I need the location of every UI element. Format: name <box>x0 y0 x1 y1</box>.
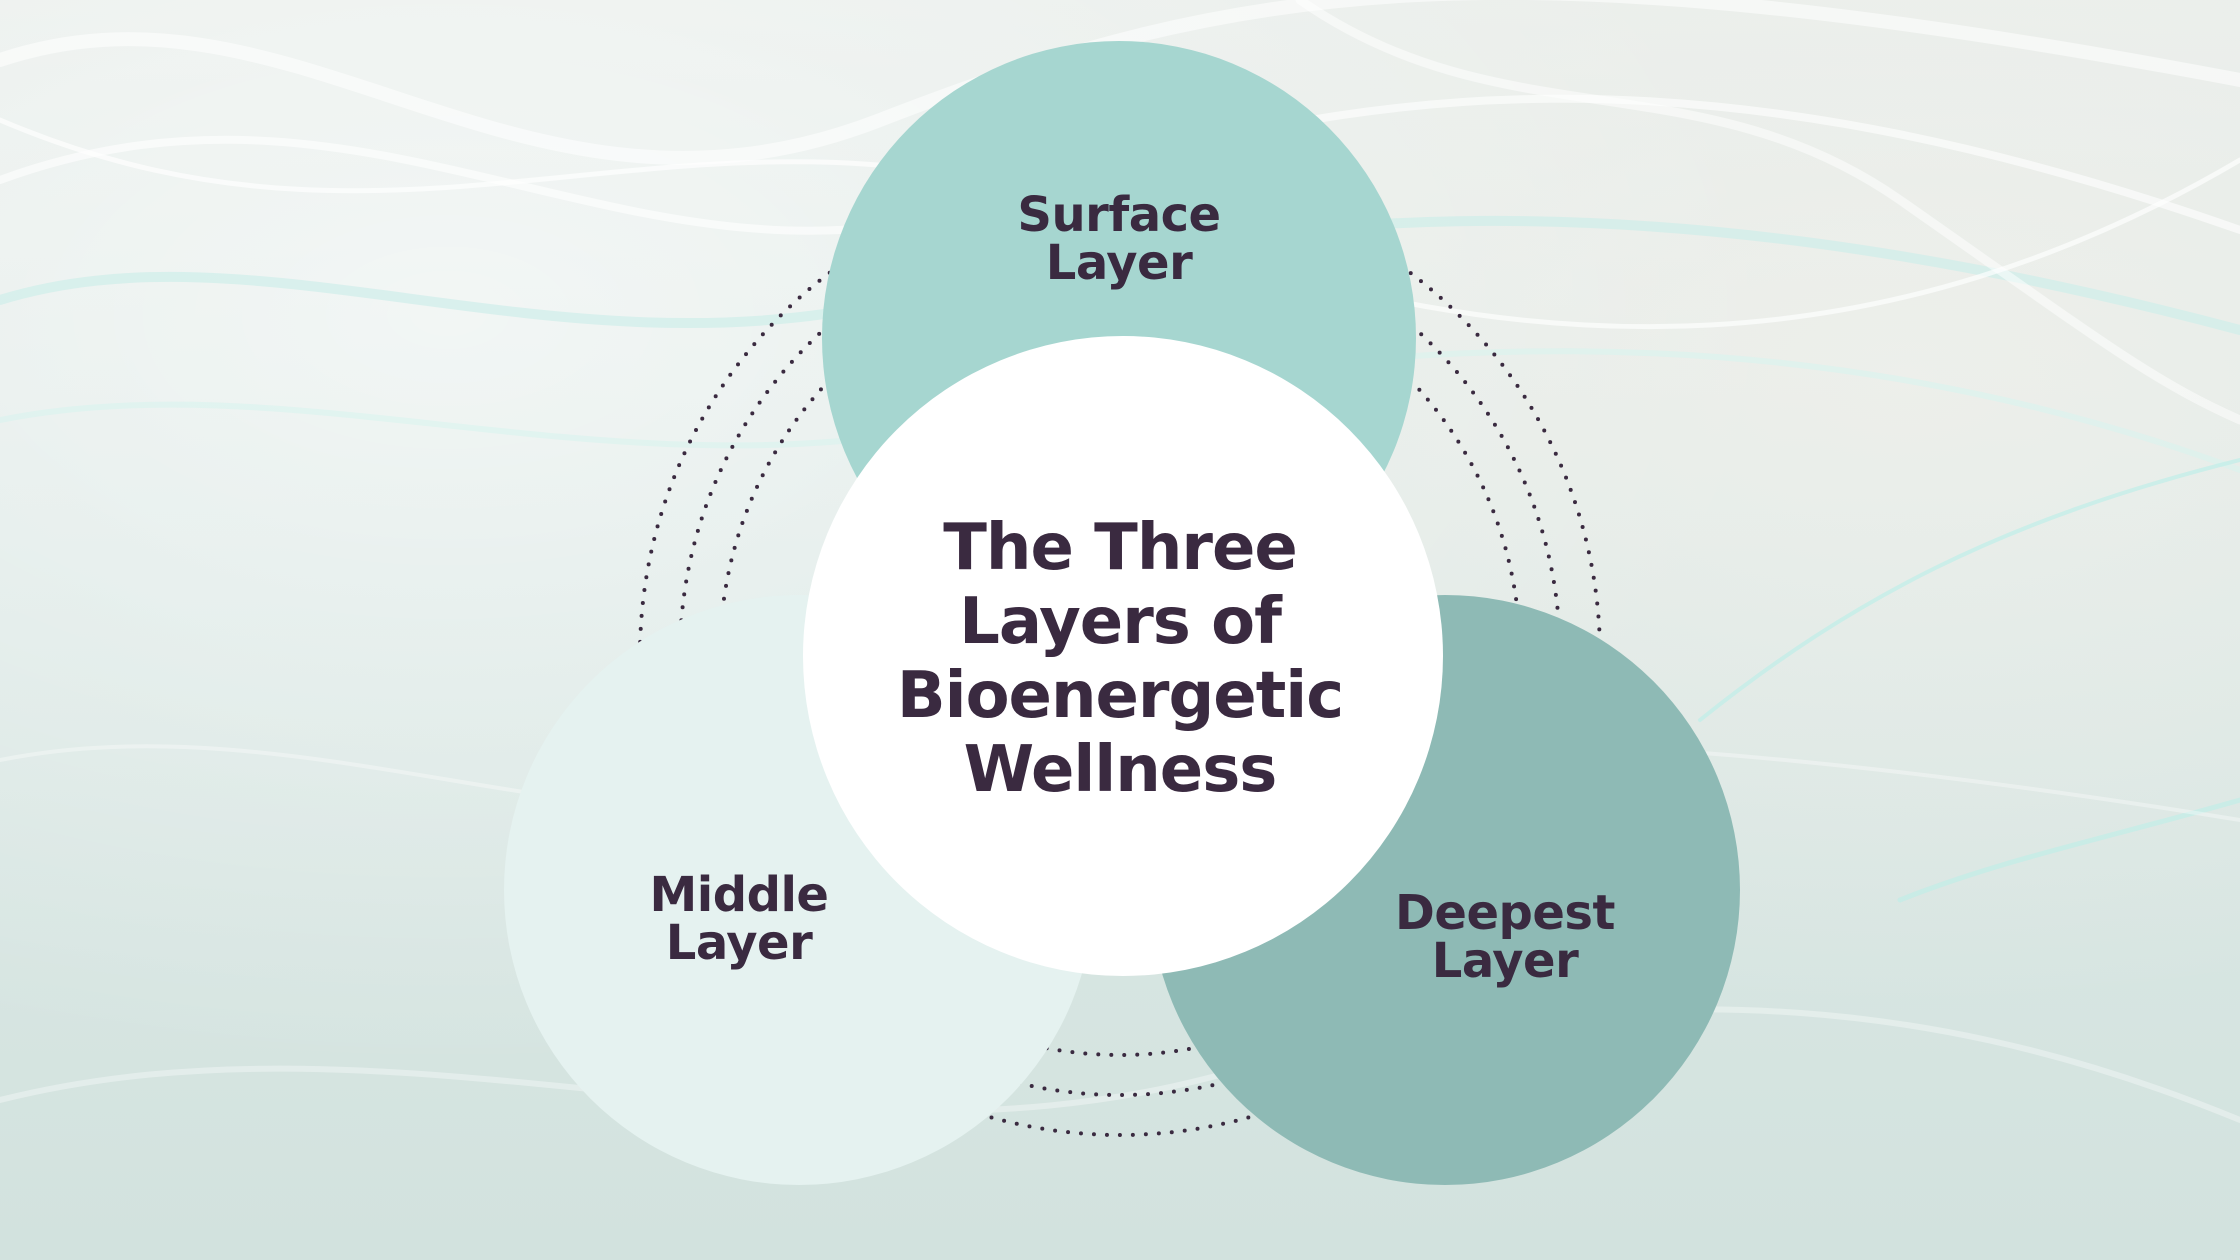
surface-layer-label: Surface Layer <box>1017 187 1221 291</box>
middle-layer-label-line-1: Middle <box>649 867 829 923</box>
middle-layer-label: Middle Layer <box>650 871 829 967</box>
diagram-title-line-1: The Three <box>943 511 1298 585</box>
middle-layer-label-line-2: Layer <box>665 915 813 971</box>
light-streak <box>0 1006 2240 1123</box>
surface-layer-label-line-2: Layer <box>1045 235 1193 291</box>
diagram-title-line-3: Bioenergetic <box>896 659 1344 733</box>
diagram-title-line-2: Layers of <box>959 585 1282 659</box>
surface-layer-label-line-1: Surface <box>1017 187 1221 243</box>
center-circle <box>803 336 1443 976</box>
diagram-title-line-4: Wellness <box>963 733 1278 807</box>
light-streak <box>0 0 2240 165</box>
layer-circles <box>504 41 1740 1185</box>
light-streak <box>1698 458 2240 722</box>
deepest-layer-label-line-1: Deepest <box>1395 885 1615 941</box>
diagram-title: The Three Layers of Bioenergetic Wellnes… <box>896 511 1344 807</box>
light-streak <box>1295 0 2240 425</box>
light-streak <box>1897 797 2240 903</box>
deepest-layer-label-line-2: Layer <box>1431 933 1579 989</box>
deepest-layer-label: Deepest Layer <box>1395 889 1615 985</box>
